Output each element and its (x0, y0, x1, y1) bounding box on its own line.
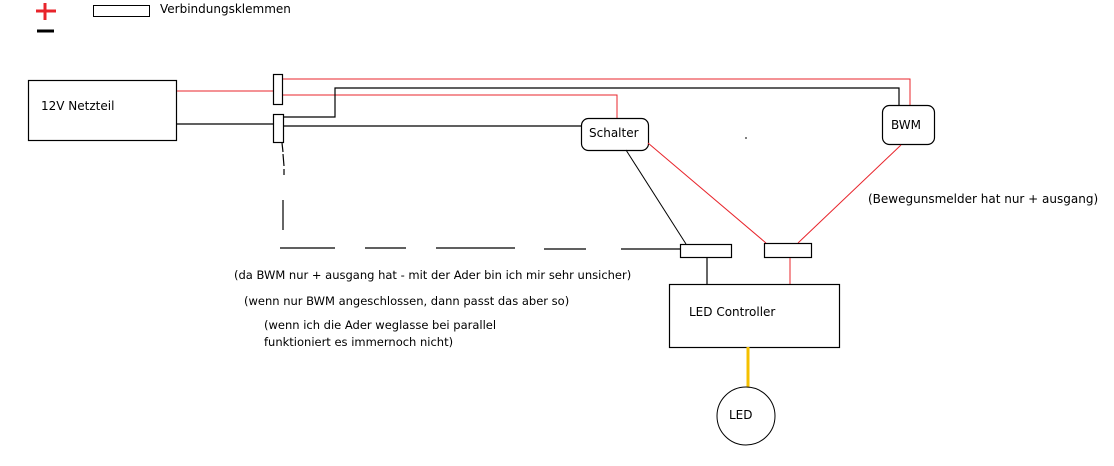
wire-dashed-uncertain (280, 142, 681, 250)
switch-label: Schalter (589, 126, 639, 140)
terminal-controller-negative (679, 243, 733, 259)
terminal-controller-positive (763, 242, 813, 259)
note-parallel-line-1: (wenn ich die Ader weglasse bei parallel (264, 318, 497, 332)
led-label: LED (729, 408, 753, 422)
motion-sensor-box (881, 104, 936, 146)
note-parallel-line-2: funktioniert es immernoch nicht) (264, 335, 454, 349)
note-bwm-only: (wenn nur BWM angeschlossen, dann passt … (244, 294, 570, 308)
terminal-positive (272, 73, 284, 106)
motion-sensor-label: BWM (891, 118, 922, 132)
led-circle (716, 386, 776, 446)
wire-positive-to-bwm (282, 78, 911, 106)
wire-switch-negative-to-terminal (625, 149, 687, 245)
wire-switch-positive-to-terminal (647, 142, 767, 244)
wire-bwm-positive-to-terminal (797, 144, 902, 244)
led-controller-box (668, 283, 841, 349)
note-uncertain-wire: (da BWM nur + ausgang hat - mit der Ader… (234, 268, 632, 282)
legend-terminal-icon (93, 5, 150, 17)
legend-terminal-label: Verbindungsklemmen (160, 2, 291, 16)
wire-negative-to-bwm (283, 87, 900, 118)
legend-plus-icon (36, 3, 56, 20)
motion-sensor-note: (Bewegunsmelder hat nur + ausgang) (868, 192, 1099, 206)
terminal-negative (272, 113, 285, 144)
wire-positive-to-switch (282, 94, 618, 118)
led-controller-label: LED Controller (689, 305, 776, 319)
power-supply-box (27, 79, 178, 142)
switch-box (580, 117, 650, 152)
power-supply-label: 12V Netzteil (41, 99, 115, 113)
